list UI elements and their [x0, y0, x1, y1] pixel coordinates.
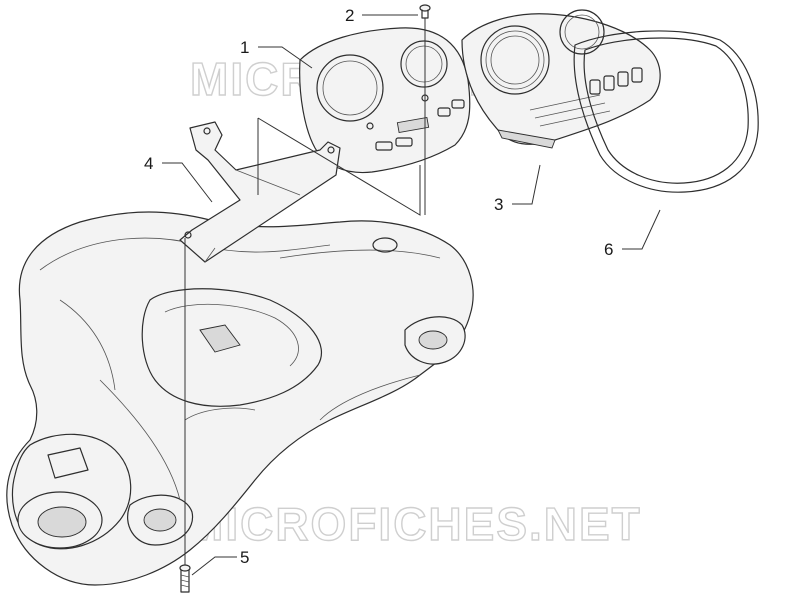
callout-5: 5 — [240, 548, 249, 567]
callout-1: 1 — [240, 38, 249, 57]
instrument-panel-bezel — [299, 27, 471, 174]
screw-bottom — [179, 564, 191, 593]
leader-lines — [162, 14, 661, 576]
watermark-bottom: MICROFICHES.NET — [185, 498, 642, 550]
mounting-bracket — [179, 121, 341, 263]
callout-3: 3 — [494, 195, 503, 214]
lens-frame — [573, 30, 759, 193]
screw-top — [419, 4, 431, 19]
instrument-cluster — [461, 9, 661, 149]
handlebar-cover — [6, 211, 474, 586]
callout-6: 6 — [604, 240, 613, 259]
callout-2: 2 — [345, 6, 354, 25]
callout-4: 4 — [144, 154, 153, 173]
assembly-lines — [184, 18, 426, 565]
